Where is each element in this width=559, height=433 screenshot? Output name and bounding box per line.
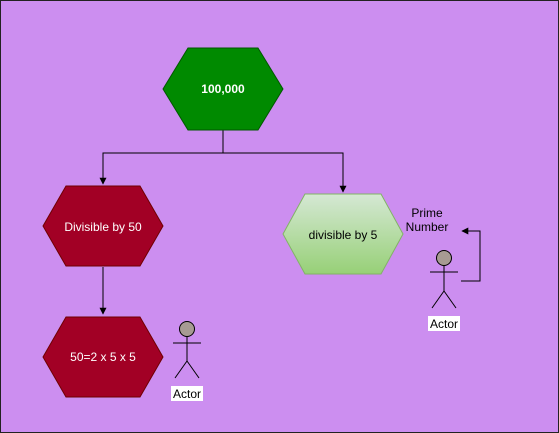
node-label-bottom-left: 50=2 x 5 x 5 (70, 350, 136, 364)
node-label-left: Divisible by 50 (64, 220, 142, 234)
hexagon-top-node[interactable]: 100,000 (162, 47, 284, 131)
hexagon-divisible-by-50[interactable]: Divisible by 50 (42, 185, 164, 267)
actor-right-figure[interactable]: Actor (428, 250, 460, 332)
actor-left-label: Actor (173, 387, 201, 401)
prime-label-line2: Number (406, 220, 449, 234)
actor-left-figure[interactable]: Actor (171, 321, 203, 402)
hexagon-factorization[interactable]: 50=2 x 5 x 5 (42, 316, 164, 398)
prime-label-line1: Prime (411, 206, 443, 220)
actor-right-label: Actor (430, 317, 458, 331)
actor-right-head (436, 250, 452, 266)
edge-actor-to-prime[interactable] (461, 227, 481, 282)
hexagon-divisible-by-5[interactable]: divisible by 5 (282, 193, 404, 275)
node-label-right: divisible by 5 (309, 228, 378, 242)
node-label-top: 100,000 (201, 82, 245, 96)
actor-left-head (179, 321, 195, 337)
edge-top-to-left[interactable] (99, 130, 224, 185)
edge-top-to-right[interactable] (223, 152, 347, 193)
